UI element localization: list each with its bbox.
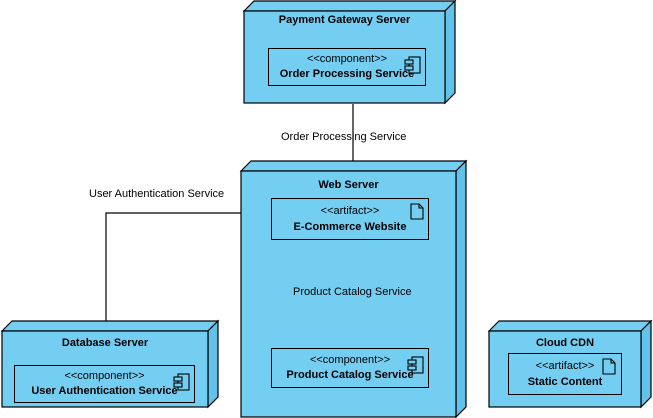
artifact-icon bbox=[410, 203, 424, 220]
connector-user-authentication bbox=[105, 212, 271, 365]
artifact-icon bbox=[602, 358, 616, 375]
component-icon bbox=[404, 56, 421, 74]
element-order-processing-service[interactable]: <<component>> Order Processing Service bbox=[268, 48, 426, 86]
element-name: User Authentication Service bbox=[31, 385, 178, 397]
element-name: E-Commerce Website bbox=[293, 221, 407, 233]
node-label-cloud-cdn: Cloud CDN bbox=[535, 337, 595, 349]
node-side-face bbox=[640, 319, 652, 409]
node-label-database-server: Database Server bbox=[61, 337, 149, 349]
element-stereotype: <<component>> bbox=[306, 53, 388, 65]
component-icon bbox=[173, 373, 190, 391]
element-product-catalog-service[interactable]: <<component>> Product Catalog Service bbox=[271, 348, 429, 388]
element-name: Product Catalog Service bbox=[286, 369, 414, 381]
connector-label-user-authentication: User Authentication Service bbox=[89, 188, 225, 200]
component-icon bbox=[407, 356, 424, 374]
element-e-commerce-website[interactable]: <<artifact>> E-Commerce Website bbox=[271, 198, 429, 240]
element-stereotype: <<artifact>> bbox=[535, 360, 595, 372]
connector-label-product-catalog: Product Catalog Service bbox=[290, 286, 415, 299]
element-name: Order Processing Service bbox=[279, 68, 415, 80]
element-stereotype: <<component>> bbox=[309, 354, 391, 366]
connector-label-order-processing: Order Processing Service bbox=[281, 131, 407, 143]
element-name: Static Content bbox=[527, 376, 603, 388]
node-label-payment-gateway-server: Payment Gateway Server bbox=[278, 14, 411, 26]
element-stereotype: <<artifact>> bbox=[320, 205, 380, 217]
element-user-authentication-service[interactable]: <<component>> User Authentication Servic… bbox=[14, 365, 195, 403]
node-top-face bbox=[487, 320, 653, 332]
node-label-web-server: Web Server bbox=[318, 179, 379, 191]
element-stereotype: <<component>> bbox=[64, 370, 145, 382]
element-static-content[interactable]: <<artifact>> Static Content bbox=[508, 353, 622, 395]
